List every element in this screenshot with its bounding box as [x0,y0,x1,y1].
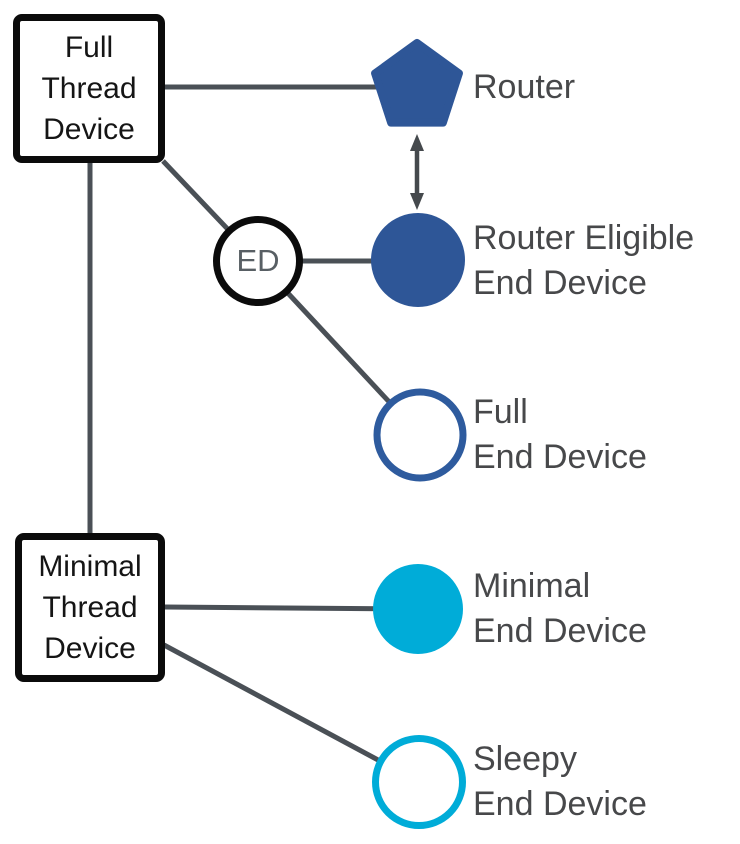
ftd-box-line1: Full [64,31,114,64]
full-end-device-label: Full End Device [473,390,647,480]
fed-circle-icon [373,388,467,482]
end-device-badge-label: ED [236,243,280,278]
med-circle-icon [373,564,463,654]
bidirectional-arrow-icon [410,134,424,210]
router-label-line1: Router [473,68,576,106]
sleepy-end-device-label: Sleepy End Device [473,737,647,827]
ftd-box-line2: Thread [41,72,137,105]
reed-label-line2: End Device [473,264,647,302]
end-device-badge: ED [213,216,303,306]
router-eligible-end-device-label: Router Eligible End Device [473,216,694,306]
sed-circle-icon [372,735,466,829]
mtd-box-line1: Minimal [38,550,142,583]
sed-label-line2: End Device [473,785,647,823]
med-label-line1: Minimal [473,567,591,605]
ftd-box-line3: Device [43,113,135,146]
fed-label-line1: Full [473,393,528,431]
fed-label-line2: End Device [473,438,647,476]
sed-label-line1: Sleepy [473,740,577,778]
mtd-box-line2: Thread [42,591,138,624]
connector-mtd-sed [162,642,421,785]
full-thread-device-box: Full Thread Device [13,14,165,163]
router-pentagon-icon [371,39,463,127]
reed-label-line1: Router Eligible [473,219,695,257]
reed-circle-icon [371,213,465,307]
minimal-end-device-label: Minimal End Device [473,564,647,654]
minimal-thread-device-box: Minimal Thread Device [15,533,165,682]
med-label-line2: End Device [473,612,647,650]
mtd-box-line3: Device [44,632,136,665]
router-label: Router [473,65,575,110]
